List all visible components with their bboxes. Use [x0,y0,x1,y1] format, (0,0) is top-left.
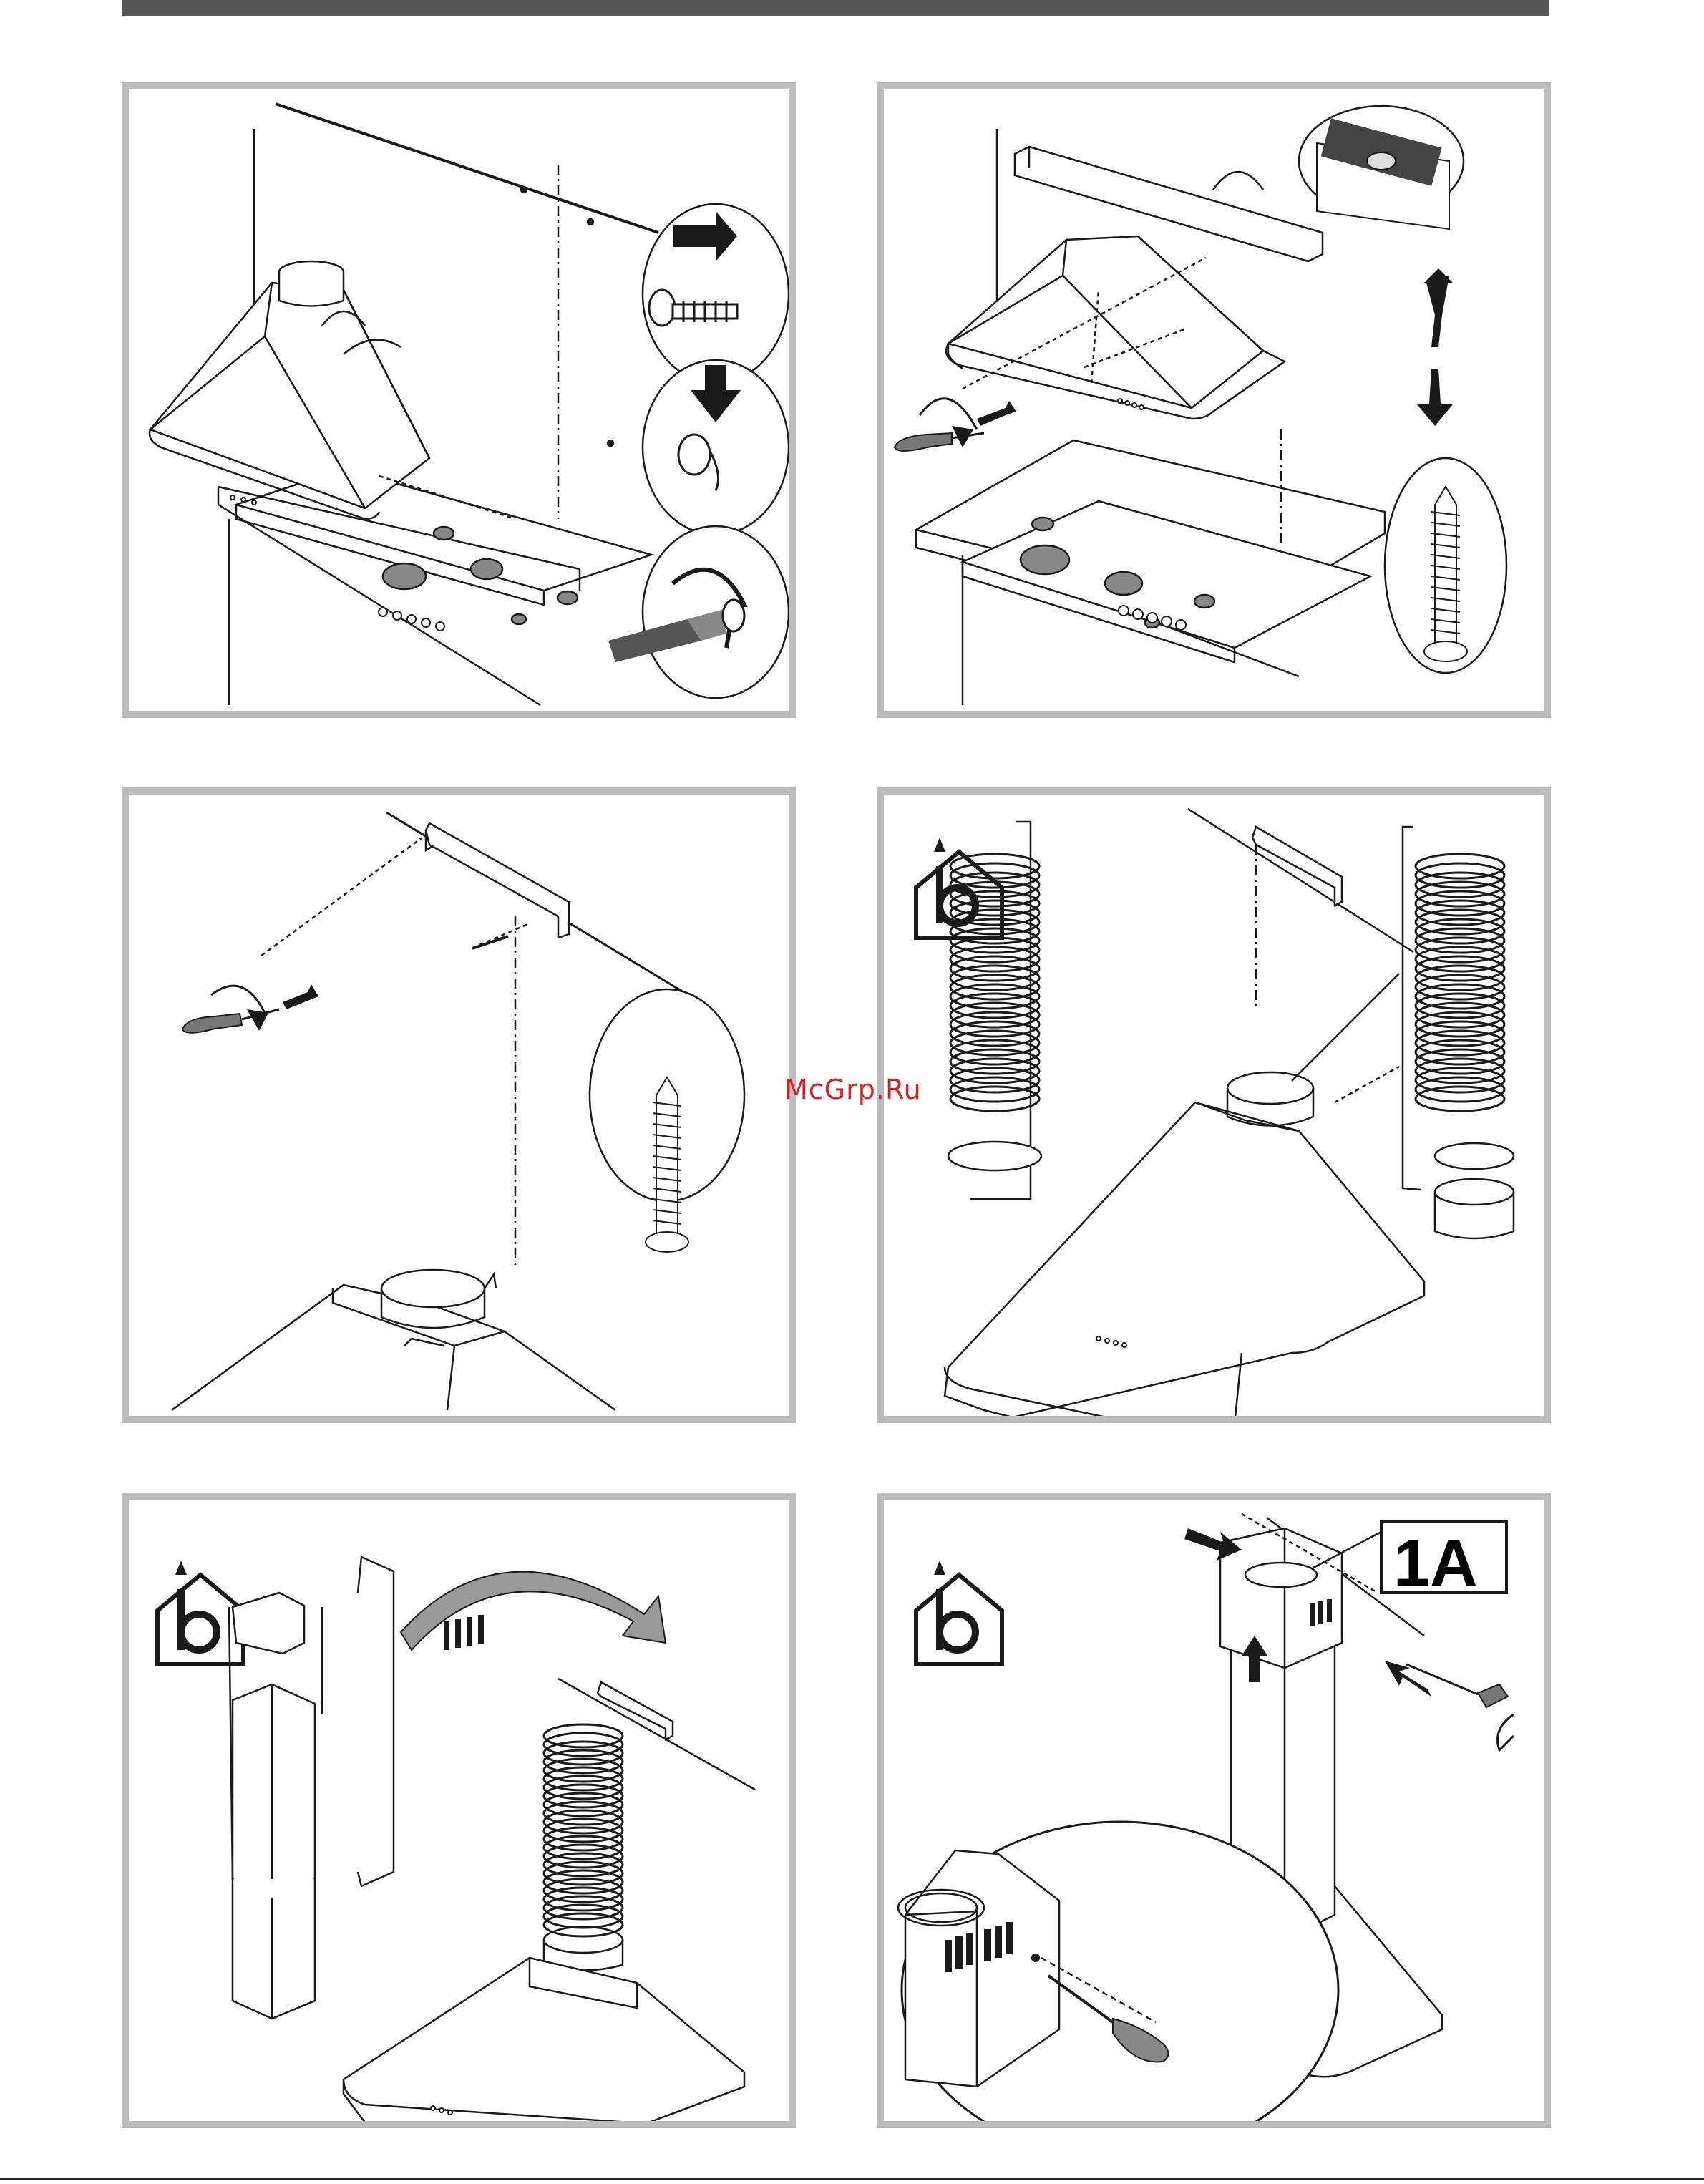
vent-grille [444,1615,484,1650]
screwdriver-icon [182,984,318,1033]
step-6-illustration: 1A [884,1500,1544,2121]
panel-step-4 [877,787,1551,1423]
screwdriver-icon [895,399,1016,451]
step-2-illustration [884,89,1544,711]
panel-step-6: 1A [877,1493,1551,2128]
label-1a-box: 1A [1381,1521,1506,1600]
footer-line [0,2178,1704,2180]
panel-step-5 [122,1493,796,2128]
step-5-illustration [129,1500,789,2121]
flexible-duct-icon [950,854,1504,1111]
step-3-illustration [129,795,789,1416]
step-1-illustration [129,89,789,711]
label-1a: 1A [1393,1527,1478,1600]
flexible-duct-icon [544,1724,623,1936]
panel-step-2 [877,82,1551,718]
header-bar [122,0,1549,16]
up-down-arrow-icon [1417,268,1453,426]
panel-step-1 [122,82,796,718]
step-4-illustration [884,795,1544,1416]
screwdriver-icon [1406,1664,1514,1750]
panel-step-3 [122,787,796,1423]
curved-arrow-icon [401,1572,666,1650]
watermark: McGrp.Ru [784,1074,922,1105]
